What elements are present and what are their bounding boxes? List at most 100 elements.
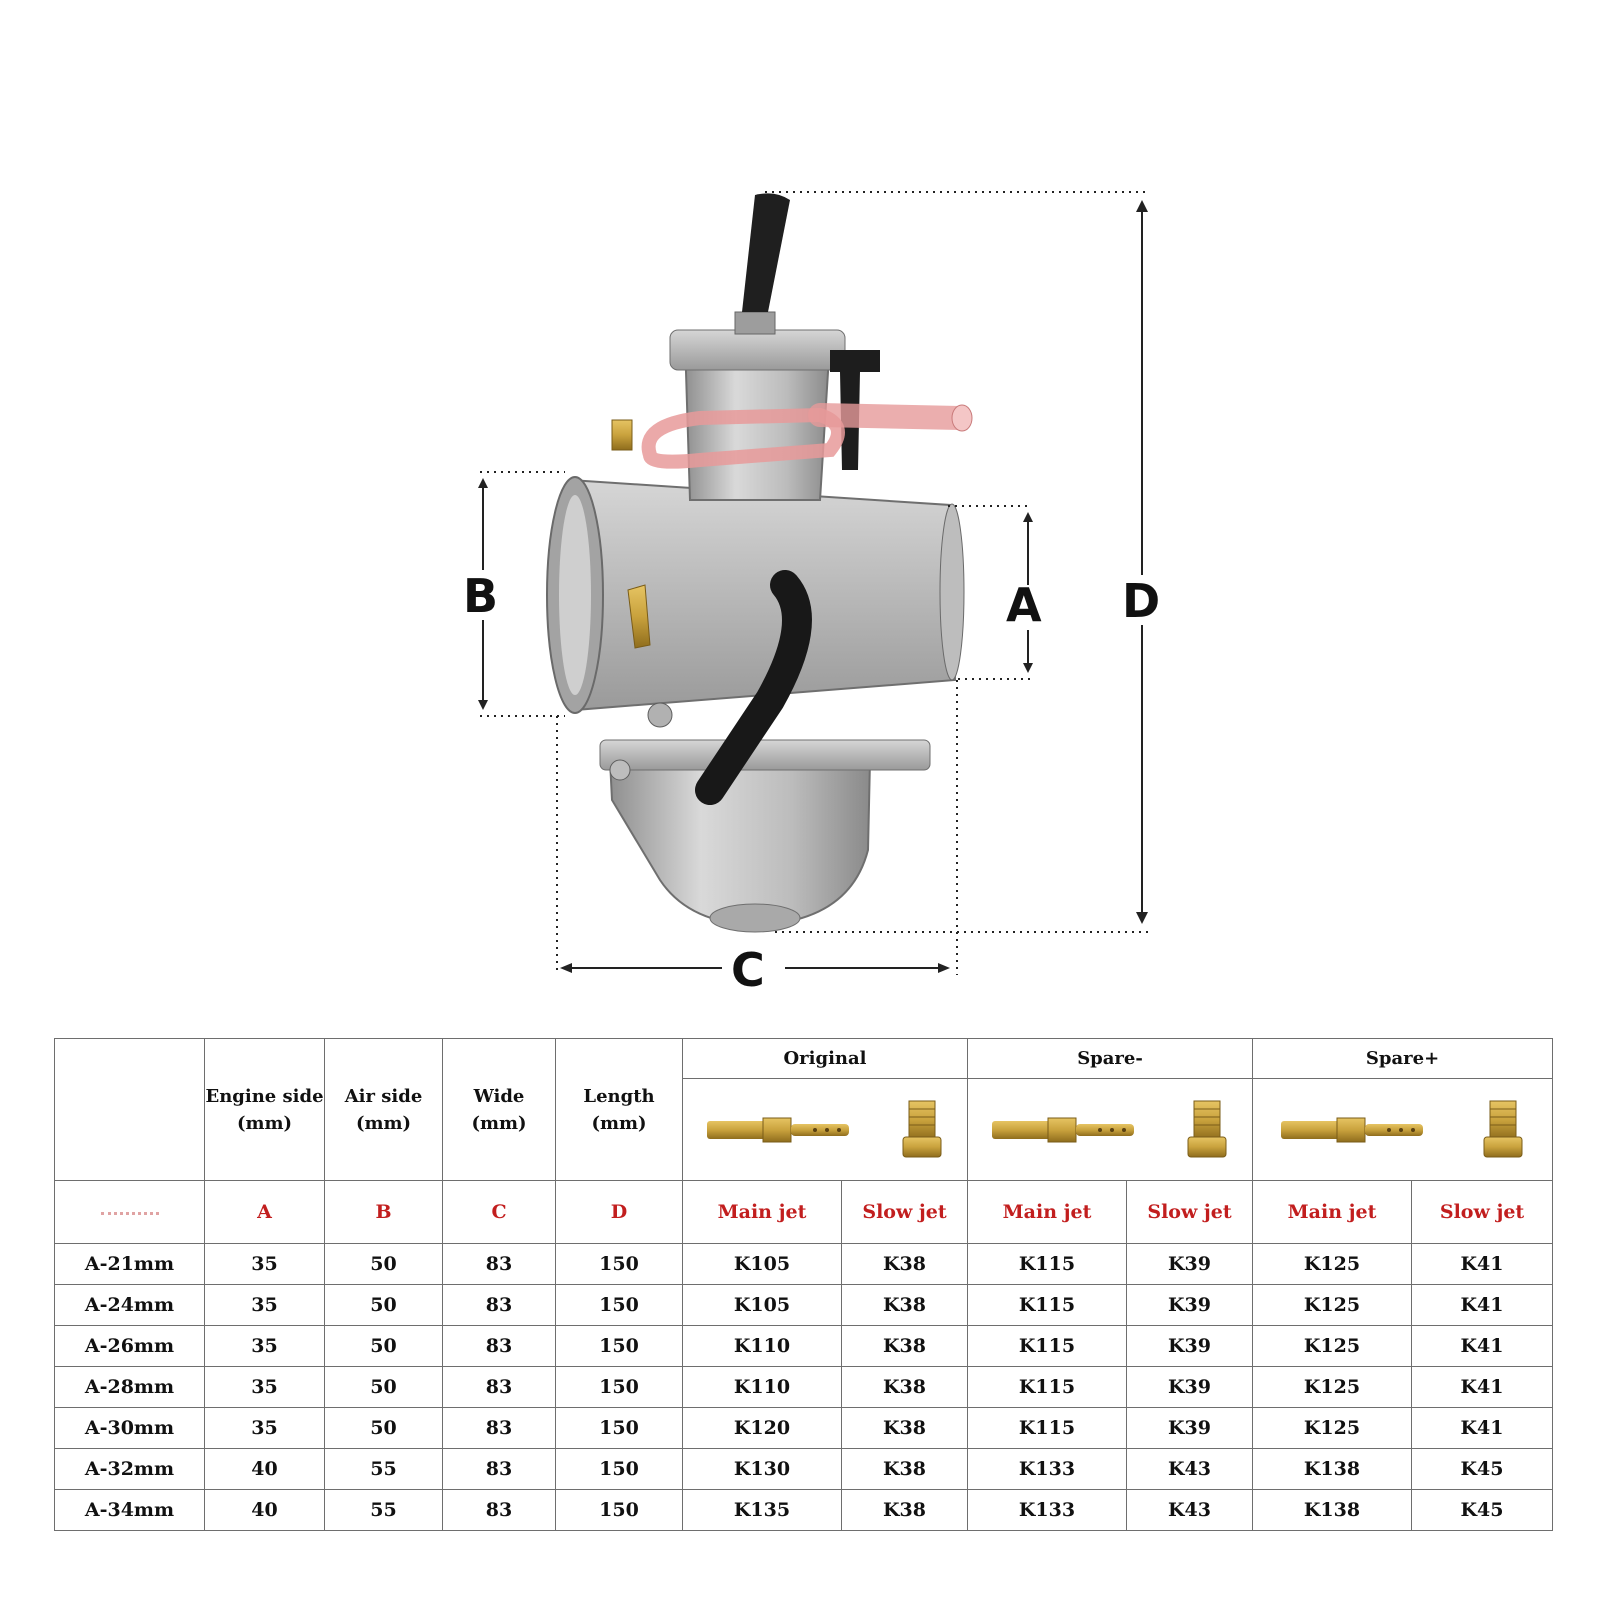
cell-spare-minus-slow-jet: K43: [1126, 1489, 1254, 1531]
cell-spare-minus-slow-jet: K39: [1126, 1243, 1254, 1285]
slow-jet-icon: [1187, 1100, 1227, 1157]
cell-original-slow-jet: K38: [840, 1407, 969, 1449]
header-air-side: Air side (mm): [324, 1038, 443, 1181]
letter-b: B: [324, 1180, 443, 1244]
header-length: Length (mm): [555, 1038, 683, 1181]
cell-length: 150: [555, 1448, 683, 1490]
cell-length: 150: [555, 1489, 683, 1531]
carburetor-diagram: B A D C: [463, 191, 1160, 997]
cell-engine-side: 35: [204, 1284, 325, 1326]
cell-spare-minus-slow-jet: K39: [1126, 1407, 1254, 1449]
header-group-original: Original: [681, 1038, 969, 1079]
cell-engine-side: 40: [204, 1448, 325, 1490]
cell-engine-side: 35: [204, 1325, 325, 1367]
cell-original-main-jet: K135: [682, 1489, 842, 1531]
cell-length: 150: [555, 1407, 683, 1449]
cell-model: A-24mm: [54, 1284, 205, 1326]
cell-spare-plus-slow-jet: K45: [1411, 1448, 1554, 1490]
cell-engine-side: 35: [204, 1407, 325, 1449]
cell-spare-minus-main-jet: K115: [967, 1243, 1128, 1285]
cell-original-main-jet: K110: [682, 1325, 842, 1367]
cell-air-side: 50: [324, 1284, 443, 1326]
header-wide: Wide (mm): [442, 1038, 556, 1181]
cell-spare-minus-main-jet: K133: [967, 1448, 1128, 1490]
jet-images-spare-plus: [1252, 1078, 1554, 1181]
header-group-spare-plus: Spare+: [1252, 1038, 1554, 1079]
cell-spare-minus-main-jet: K115: [967, 1325, 1128, 1367]
jet-images-spare-minus: [967, 1078, 1254, 1181]
cell-engine-side: 40: [204, 1489, 325, 1531]
cell-length: 150: [555, 1243, 683, 1285]
cell-wide: 83: [442, 1284, 556, 1326]
cell-original-main-jet: K130: [682, 1448, 842, 1490]
slow-jet-icon: [1483, 1100, 1523, 1157]
cell-original-slow-jet: K38: [840, 1284, 969, 1326]
cell-spare-plus-main-jet: K125: [1252, 1284, 1413, 1326]
cell-model: A-26mm: [54, 1325, 205, 1367]
cell-spare-plus-main-jet: K138: [1252, 1448, 1413, 1490]
letter-d: D: [555, 1180, 683, 1244]
cell-original-main-jet: K105: [682, 1243, 842, 1285]
cell-engine-side: 35: [204, 1366, 325, 1408]
header-group-spare-minus: Spare-: [967, 1038, 1254, 1079]
dimension-lines: [478, 191, 1150, 975]
label-main-jet: Main jet: [1252, 1180, 1413, 1244]
cell-model: A-21mm: [54, 1243, 205, 1285]
cell-length: 150: [555, 1325, 683, 1367]
label-slow-jet: Slow jet: [1411, 1180, 1554, 1244]
cell-wide: 83: [442, 1325, 556, 1367]
cell-length: 150: [555, 1366, 683, 1408]
label-slow-jet: Slow jet: [840, 1180, 969, 1244]
dimension-label-b: B: [463, 569, 498, 623]
cell-original-main-jet: K120: [682, 1407, 842, 1449]
cell-wide: 83: [442, 1366, 556, 1408]
cell-spare-minus-main-jet: K115: [967, 1407, 1128, 1449]
cell-spare-plus-main-jet: K125: [1252, 1243, 1413, 1285]
main-jet-icon: [1280, 1117, 1423, 1142]
dimension-label-a: A: [1006, 578, 1042, 632]
cell-spare-minus-slow-jet: K43: [1126, 1448, 1254, 1490]
cell-model: A-30mm: [54, 1407, 205, 1449]
cell-spare-minus-main-jet: K115: [967, 1284, 1128, 1326]
cell-spare-plus-slow-jet: K41: [1411, 1366, 1554, 1408]
cell-spare-plus-main-jet: K138: [1252, 1489, 1413, 1531]
cell-original-slow-jet: K38: [840, 1243, 969, 1285]
cell-original-main-jet: K110: [682, 1366, 842, 1408]
cell-spare-plus-main-jet: K125: [1252, 1407, 1413, 1449]
cell-spare-plus-slow-jet: K41: [1411, 1284, 1554, 1326]
cell-model: A-34mm: [54, 1489, 205, 1531]
cell-wide: 83: [442, 1407, 556, 1449]
main-jet-icon: [707, 1117, 849, 1142]
letter-a: A: [204, 1180, 325, 1244]
letter-row: A B C D Main jet Slow jet Main jet Slow …: [54, 1180, 1554, 1244]
cell-length: 150: [555, 1284, 683, 1326]
cell-spare-minus-main-jet: K133: [967, 1489, 1128, 1531]
cell-wide: 83: [442, 1448, 556, 1490]
cell-original-slow-jet: K38: [840, 1366, 969, 1408]
dimension-label-c: C: [731, 943, 765, 997]
cell-air-side: 50: [324, 1243, 443, 1285]
jet-images-original: [681, 1078, 969, 1181]
cell-spare-plus-slow-jet: K41: [1411, 1407, 1554, 1449]
cell-air-side: 55: [324, 1448, 443, 1490]
cell-wide: 83: [442, 1243, 556, 1285]
cell-air-side: 55: [324, 1489, 443, 1531]
carburetor-image: [546, 193, 973, 933]
cell-spare-plus-slow-jet: K41: [1411, 1243, 1554, 1285]
cell-spare-minus-main-jet: K115: [967, 1366, 1128, 1408]
cell-spare-minus-slow-jet: K39: [1126, 1325, 1254, 1367]
cell-engine-side: 35: [204, 1243, 325, 1285]
label-main-jet: Main jet: [967, 1180, 1128, 1244]
letter-row-blank: [54, 1180, 205, 1244]
dimension-label-d: D: [1122, 574, 1160, 628]
cell-air-side: 50: [324, 1407, 443, 1449]
cell-air-side: 50: [324, 1366, 443, 1408]
